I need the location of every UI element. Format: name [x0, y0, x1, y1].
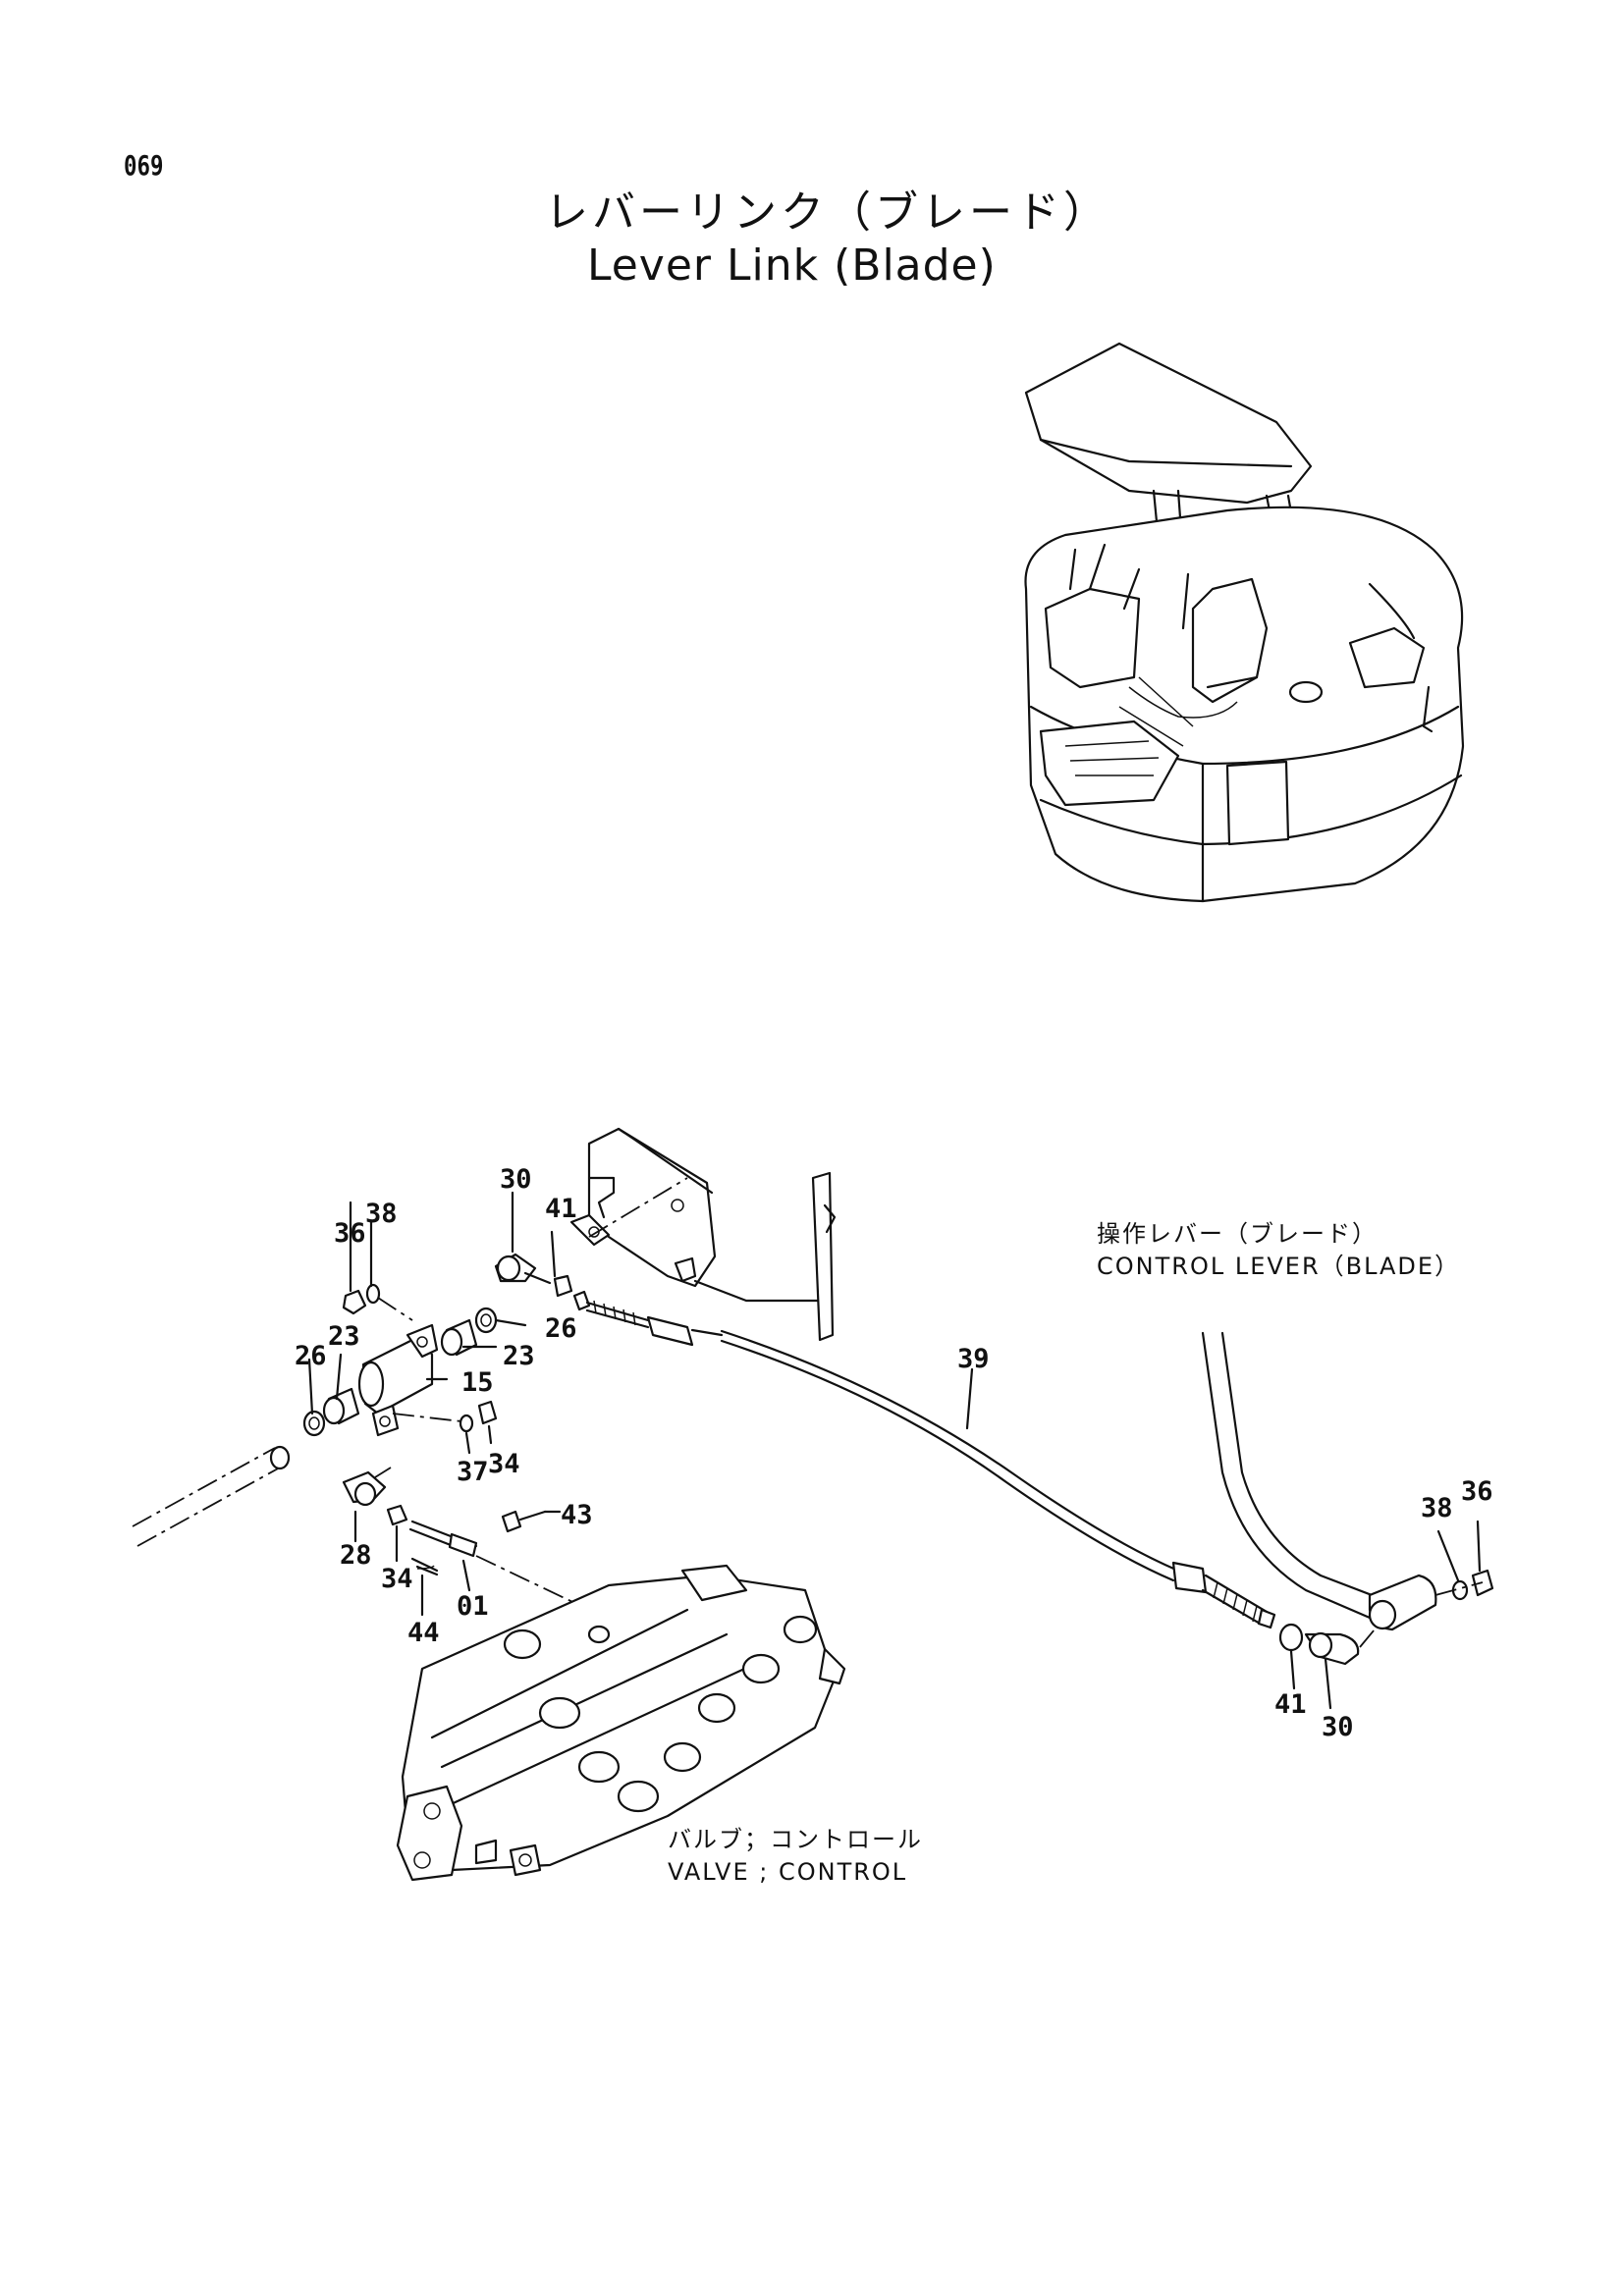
part-number-38-right: 38 [1421, 1493, 1453, 1523]
part-number-15: 15 [461, 1367, 494, 1398]
control-lever-blade [1201, 1331, 1494, 1666]
lever-link-assembly [132, 1253, 590, 1611]
part-number-28: 28 [340, 1540, 372, 1571]
part-number-43: 43 [561, 1500, 593, 1530]
part-number-23-left: 23 [328, 1321, 360, 1352]
part-number-39: 39 [957, 1344, 990, 1374]
part-number-labels: 30 41 36 38 26 23 23 26 15 37 34 28 34 4… [295, 1164, 1493, 1742]
part-number-30-top: 30 [500, 1164, 532, 1195]
control-lever-caption-jp: 操作レバー（ブレード） [1097, 1220, 1378, 1248]
leader-lines [307, 1191, 1482, 1710]
part-number-01: 01 [457, 1591, 489, 1622]
mounting-bracket [569, 1127, 837, 1342]
part-number-30-bottom: 30 [1322, 1712, 1354, 1742]
control-cable-39 [572, 1290, 1276, 1629]
page-title-japanese: レバーリンク（ブレード） [545, 187, 1110, 238]
part-number-41-top: 41 [545, 1194, 577, 1224]
excavator-overview-illustration [1024, 342, 1465, 903]
part-number-26-left: 26 [295, 1341, 327, 1371]
part-number-36-left: 36 [334, 1218, 366, 1249]
page-title-english: Lever Link (Blade) [587, 240, 997, 291]
part-number-38-left: 38 [365, 1199, 398, 1229]
part-number-44: 44 [407, 1618, 440, 1648]
part-number-26-right: 26 [545, 1313, 577, 1344]
valve-caption-jp: バルブ；コントロール [668, 1826, 923, 1853]
part-number-34-lower: 34 [381, 1564, 413, 1594]
control-lever-caption-en: CONTROL LEVER（BLADE） [1097, 1253, 1460, 1280]
page-number: 069 [124, 149, 164, 182]
control-valve-assembly [396, 1564, 846, 1882]
callout-captions: 操作レバー（ブレード） CONTROL LEVER（BLADE） バルブ；コント… [668, 1220, 1460, 1886]
part-number-23-right: 23 [503, 1341, 535, 1371]
part-number-37: 37 [457, 1457, 489, 1487]
part-number-41-bottom: 41 [1274, 1689, 1307, 1720]
part-number-34-upper: 34 [488, 1449, 520, 1479]
valve-caption-en: VALVE ; CONTROL [668, 1858, 907, 1886]
part-number-36-right: 36 [1461, 1476, 1493, 1507]
